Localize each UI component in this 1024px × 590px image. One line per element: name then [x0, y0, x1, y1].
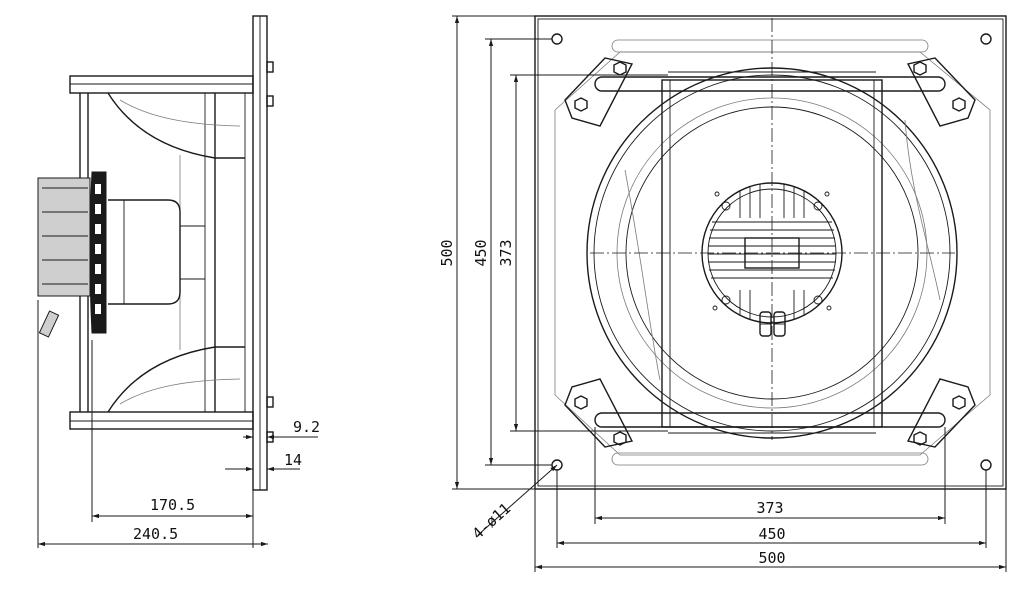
dim-width-inner: 373 [756, 499, 783, 517]
side-cable-gland [38, 310, 60, 338]
side-electronics-box [37, 177, 91, 338]
side-motor-housing [108, 199, 205, 305]
side-impeller [107, 92, 245, 413]
front-corner-brackets [564, 57, 976, 448]
dim-total-depth: 240.5 [133, 525, 178, 543]
side-motor-fins [89, 171, 107, 334]
hole-callout: 4-ø11 [469, 464, 558, 543]
dim-width-holes: 450 [758, 525, 785, 543]
dim-height-inner: 373 [497, 239, 515, 266]
dim-flange-thickness: 14 [284, 451, 302, 469]
dim-height-plate: 500 [438, 239, 456, 266]
front-horizontal-dimensions: 373 450 500 [534, 427, 1007, 572]
dim-flange-offset: 9.2 [293, 418, 320, 436]
front-mounting-plate [534, 15, 1007, 490]
dim-height-holes: 450 [472, 239, 490, 266]
front-mounting-holes [551, 33, 992, 471]
side-dimensions: 9.2 14 170.5 240.5 [37, 300, 320, 548]
front-view: 500 450 373 373 450 500 [438, 15, 1007, 572]
dim-inner-depth: 170.5 [150, 496, 195, 514]
side-plate-bolts [266, 61, 274, 443]
dim-width-plate: 500 [758, 549, 785, 567]
front-cable-glands [759, 311, 786, 337]
hole-callout-text: 4-ø11 [469, 499, 515, 543]
front-vertical-dimensions: 500 450 373 [438, 15, 668, 490]
front-rails [594, 39, 946, 466]
side-view: 9.2 14 170.5 240.5 [37, 15, 320, 548]
